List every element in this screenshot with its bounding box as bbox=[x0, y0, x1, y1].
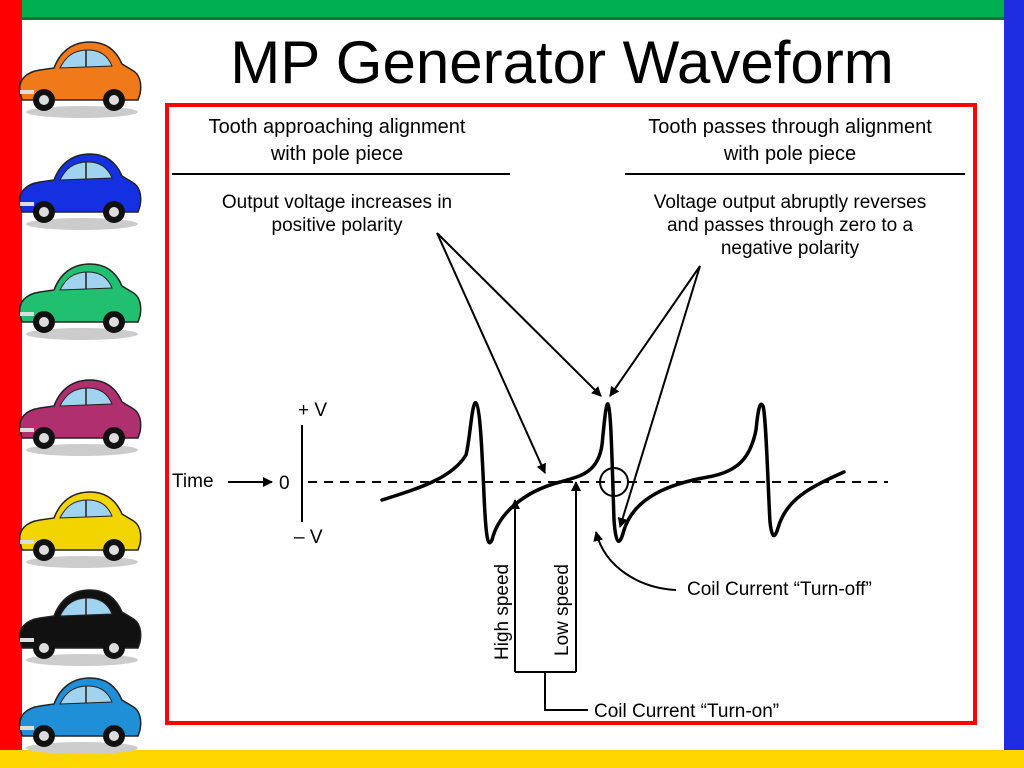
minus-v-label: – V bbox=[294, 527, 323, 548]
right-heading-line2: with pole piece bbox=[723, 143, 856, 165]
magenta-car-icon bbox=[18, 379, 142, 456]
zero-label: 0 bbox=[279, 473, 290, 494]
left-note-arrow-to-rise bbox=[436, 232, 546, 474]
green-car-icon bbox=[18, 263, 142, 340]
waveform-diagram: Tooth approaching alignment with pole pi… bbox=[165, 103, 977, 725]
black-car-icon bbox=[18, 589, 142, 666]
left-heading-line1: Tooth approaching alignment bbox=[209, 116, 466, 138]
left-note-arrow-to-peak bbox=[436, 232, 602, 397]
orange-car-icon bbox=[18, 41, 142, 118]
left-note-line1: Output voltage increases in bbox=[222, 192, 452, 213]
waveform-trace bbox=[380, 401, 846, 545]
cyan-car-icon bbox=[18, 677, 142, 754]
turn-on-leader bbox=[544, 672, 588, 711]
right-note-line1: Voltage output abruptly reverses bbox=[654, 192, 927, 213]
high-speed-label: High speed bbox=[492, 564, 513, 660]
low-speed-label: Low speed bbox=[552, 564, 573, 656]
left-heading-line2: with pole piece bbox=[270, 143, 403, 165]
right-note-arrow-to-trough bbox=[617, 265, 701, 528]
turn-off-leader bbox=[593, 531, 677, 591]
right-note-line2: and passes through zero to a bbox=[667, 215, 914, 236]
time-label: Time bbox=[172, 471, 214, 492]
slide-frame-right bbox=[1004, 0, 1024, 768]
car-layer bbox=[14, 30, 154, 754]
plus-v-label: + V bbox=[298, 400, 327, 421]
right-note-arrow-to-peak bbox=[609, 265, 701, 397]
coil-turn-off-label: Coil Current “Turn-off” bbox=[687, 579, 872, 600]
slide-frame-bottom bbox=[0, 750, 1024, 768]
coil-turn-on-label: Coil Current “Turn-on” bbox=[594, 701, 779, 721]
left-note-line2: positive polarity bbox=[272, 215, 403, 236]
slide-frame-top bbox=[0, 0, 1024, 20]
slide-frame-left bbox=[0, 0, 22, 768]
right-heading-line1: Tooth passes through alignment bbox=[648, 116, 932, 138]
waveform-svg: Tooth approaching alignment with pole pi… bbox=[172, 116, 965, 722]
slide-title: MP Generator Waveform bbox=[230, 29, 894, 96]
zero-crossing-marker bbox=[599, 467, 629, 497]
right-note-line3: negative polarity bbox=[721, 238, 860, 259]
yellow-car-icon bbox=[18, 491, 142, 568]
blue-car-icon bbox=[18, 153, 142, 230]
